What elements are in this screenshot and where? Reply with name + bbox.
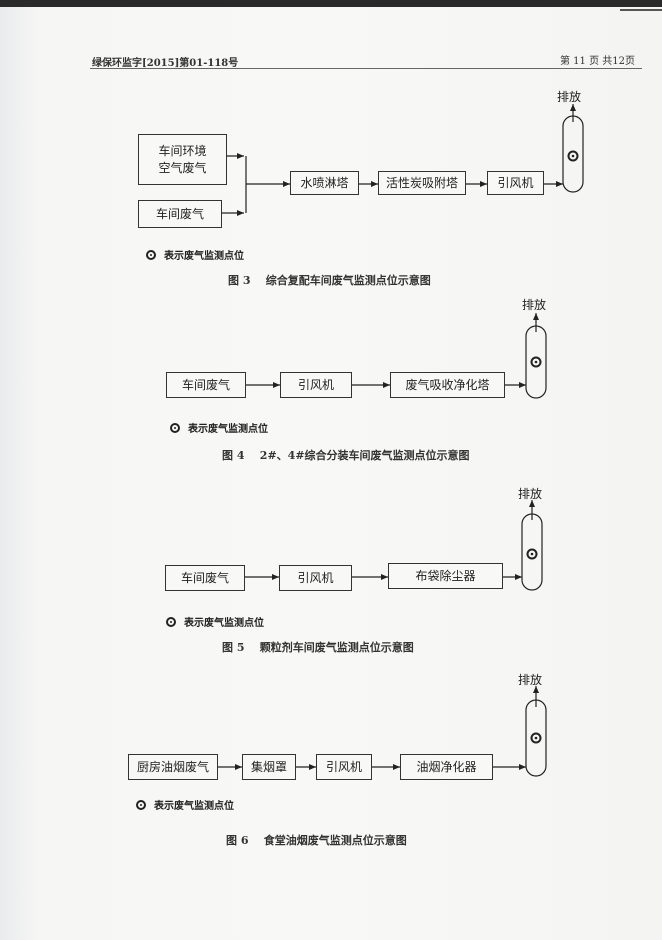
fig4-legend-text: 表示废气监测点位 bbox=[188, 424, 268, 435]
fig4-legend: 表示废气监测点位 bbox=[170, 420, 268, 435]
fig3-caption: 图 3 综合复配车间废气监测点位示意图 bbox=[228, 274, 431, 287]
fig3-box-fan: 引风机 bbox=[487, 171, 544, 195]
top-border-fragment bbox=[620, 9, 662, 11]
fig5-legend-text: 表示废气监测点位 bbox=[184, 618, 264, 629]
fig4-box-fan: 引风机 bbox=[280, 372, 352, 398]
fig5-caption: 图 5 颗粒剂车间废气监测点位示意图 bbox=[222, 641, 414, 654]
page-number: 第 11 页 共12页 bbox=[560, 56, 635, 67]
fig5-legend: 表示废气监测点位 bbox=[166, 614, 264, 629]
fig4-monitor-point bbox=[530, 356, 542, 368]
fig3-box-env-line2: 空气废气 bbox=[158, 160, 207, 175]
monitor-point-icon bbox=[136, 799, 146, 810]
monitor-point-icon bbox=[166, 616, 176, 627]
fig4-box-workshop-gas: 车间废气 bbox=[166, 372, 246, 398]
fig3-stack bbox=[562, 115, 584, 193]
fig5-discharge-label: 排放 bbox=[518, 487, 543, 501]
header-divider bbox=[90, 68, 642, 69]
fig6-box-hood: 集烟罩 bbox=[242, 754, 296, 780]
fig6-legend-text: 表示废气监测点位 bbox=[154, 801, 234, 812]
fig4-discharge-label: 排放 bbox=[522, 298, 547, 312]
fig4-caption: 图 4 2#、4#综合分装车间废气监测点位示意图 bbox=[222, 449, 470, 462]
fig3-box-spray-tower: 水喷淋塔 bbox=[290, 171, 359, 195]
fig6-monitor-point bbox=[530, 732, 542, 744]
fig3-legend: 表示废气监测点位 bbox=[146, 247, 244, 262]
fig3-box-env-air: 车间环境 空气废气 bbox=[138, 134, 227, 185]
fig5-box-bag-filter: 布袋除尘器 bbox=[388, 563, 503, 589]
monitor-point-icon bbox=[170, 422, 180, 433]
fig3-monitor-point bbox=[567, 150, 579, 162]
fig3-box-env-line1: 车间环境 bbox=[158, 143, 207, 158]
fig3-box-carbon-tower: 活性炭吸附塔 bbox=[378, 171, 466, 195]
fig5-box-workshop-gas: 车间废气 bbox=[165, 565, 245, 591]
top-border bbox=[0, 0, 662, 7]
fig4-box-absorb-tower: 废气吸收净化塔 bbox=[390, 372, 505, 398]
fig6-legend: 表示废气监测点位 bbox=[136, 797, 234, 812]
fig3-discharge-label: 排放 bbox=[557, 90, 582, 104]
fig6-box-kitchen-fume: 厨房油烟废气 bbox=[128, 754, 218, 780]
document-number: 绿保环监字[2015]第01-118号 bbox=[92, 58, 239, 69]
fig5-box-fan: 引风机 bbox=[279, 565, 352, 591]
monitoring-point-markers bbox=[526, 150, 579, 744]
fig3-legend-text: 表示废气监测点位 bbox=[164, 251, 244, 262]
fig3-box-workshop-gas: 车间废气 bbox=[138, 200, 222, 228]
fig6-discharge-label: 排放 bbox=[518, 673, 543, 687]
fig5-stack bbox=[521, 513, 543, 591]
monitor-point-icon bbox=[146, 249, 156, 260]
fig6-caption: 图 6 食堂油烟废气监测点位示意图 bbox=[226, 834, 407, 847]
fig6-box-purifier: 油烟净化器 bbox=[400, 754, 493, 780]
fig6-box-fan: 引风机 bbox=[316, 754, 372, 780]
fig5-monitor-point bbox=[526, 548, 538, 560]
